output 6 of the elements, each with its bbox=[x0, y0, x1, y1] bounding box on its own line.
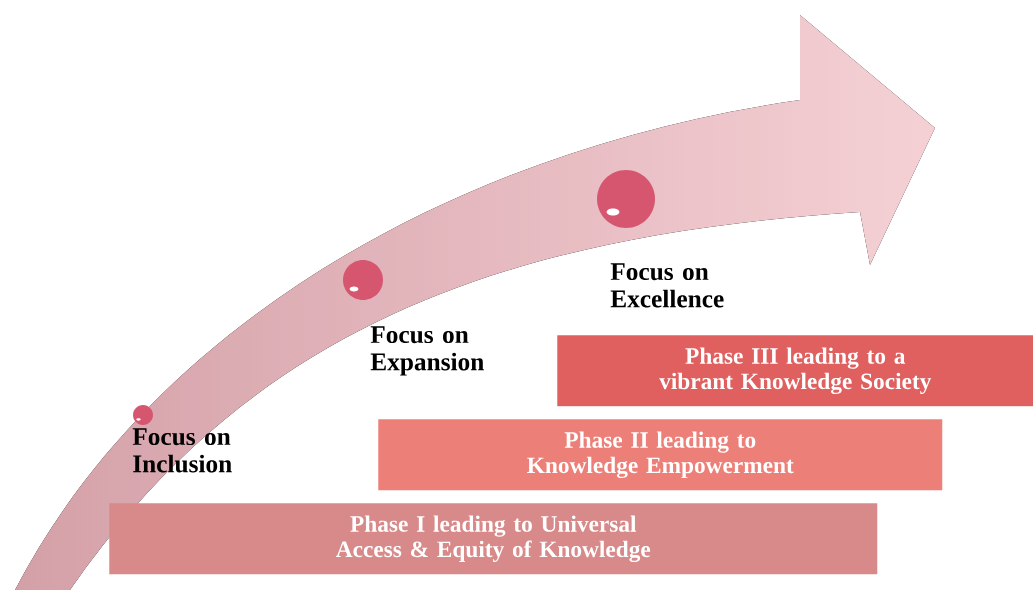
phase-box: Phase I leading to Universal Access & Equity of Knowledge bbox=[109, 503, 878, 575]
phase-box: Phase III leading to a vibrant Knowledge Society bbox=[557, 335, 1033, 407]
focus-label: Focus on Excellence bbox=[610, 263, 724, 308]
focus-label: Focus on Inclusion bbox=[132, 428, 232, 473]
phase-box: Phase II leading to Knowledge Empowerment bbox=[378, 419, 943, 491]
focus-label: Focus on Expansion bbox=[370, 326, 484, 376]
